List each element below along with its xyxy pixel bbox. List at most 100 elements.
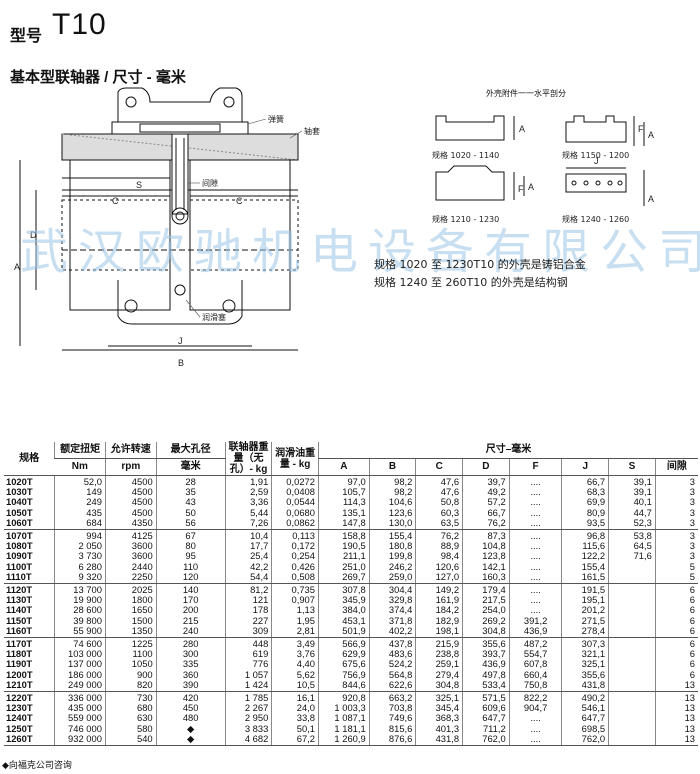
table-value: 822,2: [523, 692, 548, 704]
table-value: 355,6: [482, 638, 506, 650]
table-value: 431,8: [435, 732, 460, 744]
table-value: 711,2: [482, 722, 506, 734]
table-value: 4350: [131, 516, 153, 528]
table-cell: [608, 691, 656, 747]
table-value: 104,8: [482, 540, 506, 552]
housing-caption-2: 规格 1150 - 1200: [562, 150, 629, 160]
table-value: 480: [182, 712, 199, 724]
table-value: 335: [182, 658, 199, 670]
table-value: 820: [137, 678, 153, 690]
page-subtitle: 基本型联轴器 / 尺寸 - 毫米: [10, 69, 186, 86]
table-value: 49,2: [487, 486, 506, 498]
table-value: 180,8: [388, 540, 413, 552]
dim-s: S: [136, 180, 142, 190]
table-value: 564,8: [388, 668, 413, 680]
table-value: 1 424: [244, 678, 269, 690]
table-value: 3600: [131, 540, 153, 552]
col-speed: 允许转速: [104, 442, 157, 459]
table-value: 215,9: [435, 638, 460, 650]
table-value: 98,4: [440, 550, 460, 562]
table-value: 307,3: [581, 638, 606, 650]
table-value: 1350: [131, 624, 153, 636]
table-value: 13: [684, 712, 695, 724]
table-value: 149,2: [435, 584, 460, 596]
table-value: 1130T: [6, 594, 33, 606]
table-value: 0,0680: [286, 506, 315, 518]
table-value: 321,1: [581, 648, 606, 660]
table-cell: [608, 583, 656, 639]
table-value: 762,0: [581, 732, 606, 744]
table-value: 540: [137, 732, 153, 744]
table-value: 93,5: [586, 516, 606, 528]
table-value: 660,4: [523, 668, 548, 680]
table-value: 57,2: [487, 496, 506, 508]
col-bore-unit: 毫米: [155, 458, 226, 477]
table-value: 5: [689, 560, 695, 572]
table-value: 227: [252, 614, 269, 626]
table-value: 110: [183, 560, 199, 572]
table-value: 130,0: [388, 516, 413, 528]
table-value: 6: [689, 668, 695, 680]
table-value: 1020T: [6, 476, 33, 487]
table-value: 3: [689, 516, 695, 528]
table-value: 647,7: [482, 712, 506, 724]
table-value: ....: [530, 594, 541, 606]
table-value: 749,6: [388, 712, 413, 724]
table-value: 1140T: [6, 604, 33, 616]
table-value: 64,5: [633, 540, 652, 552]
table-value: 161,5: [581, 570, 606, 582]
table-value: 55 900: [73, 624, 102, 636]
table-value: 98,2: [394, 486, 413, 498]
table-value: 200: [182, 604, 199, 616]
table-value: 3,49: [296, 638, 315, 650]
table-value: 76,2: [440, 530, 460, 542]
table-value: 675,6: [342, 658, 366, 670]
table-value: 630: [137, 712, 153, 724]
table-value: 619: [252, 648, 269, 660]
table-value: 3 833: [244, 722, 269, 734]
table-value: 490,2: [581, 692, 606, 704]
footnote: ◆向福克公司咨询: [2, 761, 72, 771]
table-value: 436,9: [523, 624, 548, 636]
table-value: 47,6: [440, 476, 460, 487]
table-value: 2 950: [244, 712, 269, 724]
table-value: 28 600: [73, 604, 102, 616]
col-lube: 润滑油重量 - kg: [271, 442, 319, 476]
table-value: 663,2: [388, 692, 413, 704]
table-value: ....: [530, 604, 541, 616]
table-value: 0,113: [292, 530, 315, 542]
table-cell: ....................: [508, 529, 562, 585]
table-value: 39,7: [487, 476, 506, 487]
table-value: 680: [137, 702, 153, 714]
housing-caption-1: 规格 1020 - 1140: [432, 150, 499, 160]
table-value: 158,8: [342, 530, 366, 542]
table-value: 3: [689, 550, 695, 562]
callout-spring: 弹簧: [268, 114, 284, 124]
table-value: 501,9: [342, 624, 366, 636]
table-value: ....: [530, 530, 541, 542]
table-value: 105,7: [342, 486, 366, 498]
table-value: 52,3: [633, 516, 652, 528]
table-value: 1 057: [244, 668, 269, 680]
table-value: 179,4: [482, 584, 506, 596]
table-value: 360: [182, 668, 199, 680]
table-value: 533,4: [482, 678, 506, 690]
table-value: 191,5: [581, 584, 606, 596]
table-value: 0,0544: [286, 496, 315, 508]
